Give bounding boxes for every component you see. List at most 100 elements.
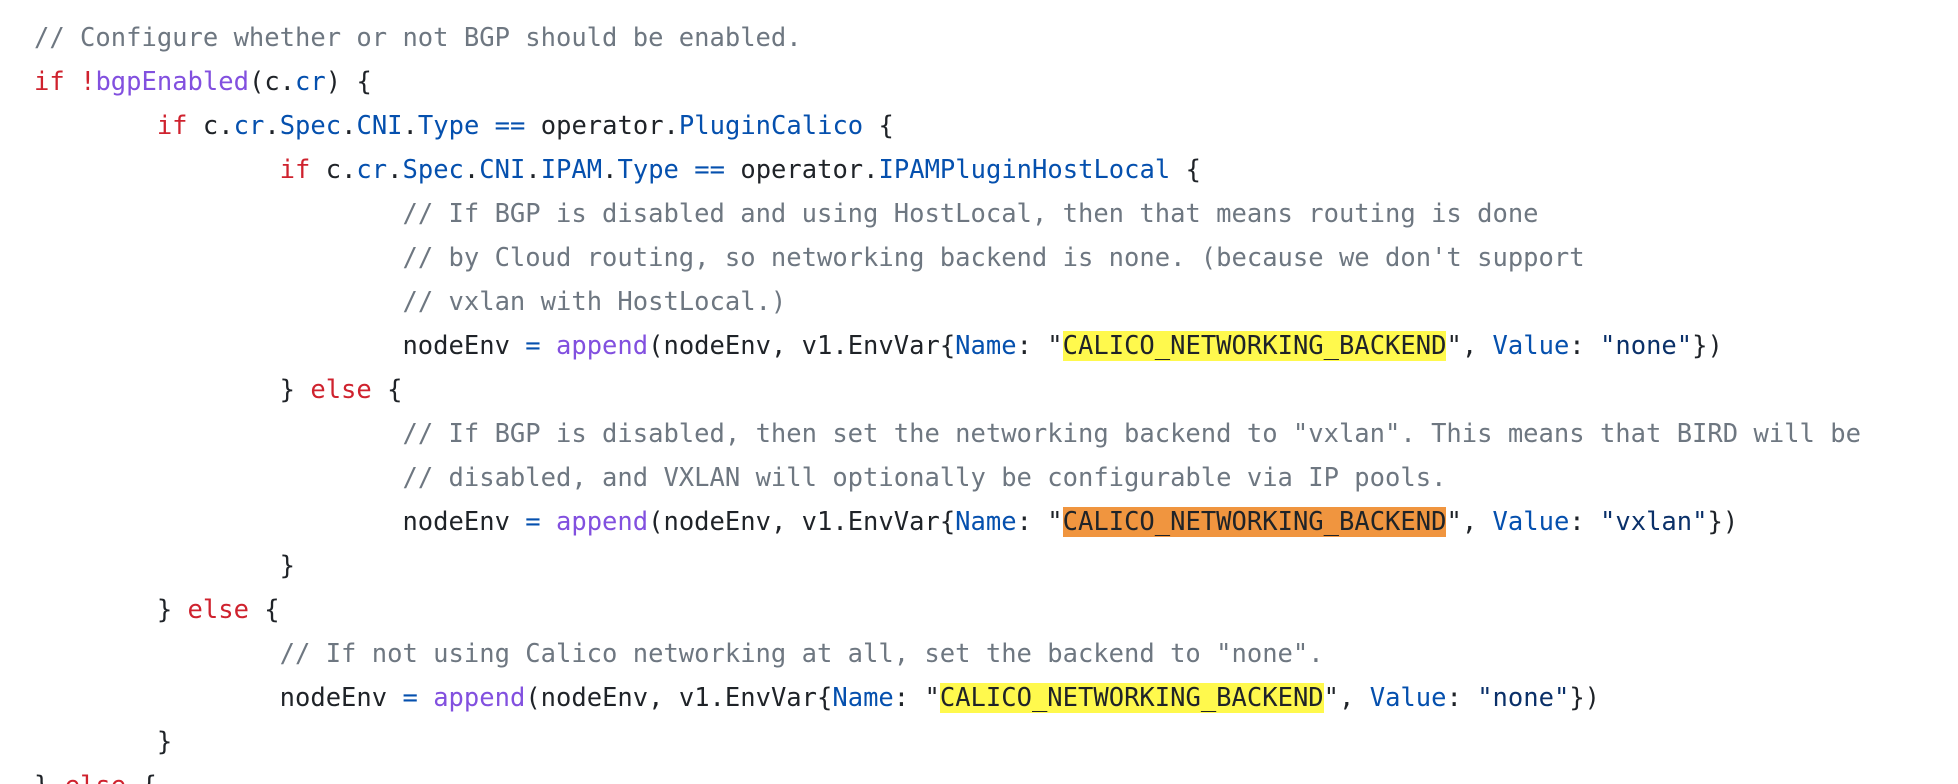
code-token: [34, 287, 402, 317]
search-match-highlight: CALICO_NETWORKING_BACKEND: [939, 683, 1324, 713]
code-line: // If BGP is disabled, then set the netw…: [34, 412, 1958, 456]
code-token: }: [34, 595, 188, 625]
code-line: nodeEnv = append(nodeEnv, v1.EnvVar{Name…: [34, 324, 1958, 368]
code-token: nodeEnv: [34, 507, 526, 537]
code-line: }: [34, 720, 1958, 764]
code-line: } else {: [34, 368, 1958, 412]
identifier-token: Type: [417, 111, 480, 141]
code-token: ",: [1446, 507, 1493, 537]
identifier-token: IPAM: [540, 155, 603, 185]
code-token: [65, 67, 80, 97]
comment-token: // Configure whether or not BGP should b…: [34, 23, 802, 53]
function-token: append: [556, 507, 649, 537]
code-token: ) {: [325, 67, 372, 97]
code-token: [34, 199, 402, 229]
identifier-token: PluginCalico: [678, 111, 864, 141]
comment-token: // disabled, and VXLAN will optionally b…: [402, 463, 1447, 493]
code-token: }): [1707, 507, 1739, 537]
code-token: nodeEnv: [34, 683, 403, 713]
function-token: append: [556, 331, 649, 361]
code-token: [679, 155, 694, 185]
code-line: // by Cloud routing, so networking backe…: [34, 236, 1958, 280]
code-line: // If BGP is disabled and using HostLoca…: [34, 192, 1958, 236]
code-token: (c.: [248, 67, 296, 97]
code-token: :: [1446, 683, 1478, 713]
identifier-token: Value: [1492, 507, 1570, 537]
code-line: } else {: [34, 588, 1958, 632]
code-token: (nodeEnv, v1.EnvVar{: [648, 331, 956, 361]
code-token: ",: [1446, 331, 1493, 361]
code-lines: // Configure whether or not BGP should b…: [34, 16, 1958, 784]
code-token: : ": [1016, 331, 1063, 361]
code-token: .: [463, 155, 480, 185]
code-line: // If not using Calico networking at all…: [34, 632, 1958, 676]
code-token: [34, 463, 402, 493]
identifier-token: IPAMPluginHostLocal: [878, 155, 1171, 185]
code-token: {: [863, 111, 894, 141]
code-token: .: [387, 155, 403, 185]
code-token: {: [126, 771, 156, 784]
identifier-token: Value: [1369, 683, 1447, 713]
code-line: }: [34, 544, 1958, 588]
identifier-token: Value: [1492, 331, 1570, 361]
code-token: {: [248, 595, 280, 625]
code-token: .: [525, 155, 541, 185]
keyword-token: if: [34, 67, 65, 97]
comment-token: // vxlan with HostLocal.): [402, 287, 787, 317]
keyword-token: else: [65, 771, 126, 784]
identifier-token: Spec: [402, 155, 464, 185]
identifier-token: cr: [295, 67, 326, 97]
code-token: operator.: [525, 111, 679, 141]
code-token: [34, 419, 402, 449]
function-token: append: [433, 683, 526, 713]
code-line: nodeEnv = append(nodeEnv, v1.EnvVar{Name…: [34, 676, 1958, 720]
code-token: [34, 111, 157, 141]
code-line: // Configure whether or not BGP should b…: [34, 16, 1958, 60]
comment-token: // If BGP is disabled, then set the netw…: [402, 419, 1861, 449]
search-match-highlight: CALICO_NETWORKING_BACKEND: [1062, 331, 1447, 361]
code-token: }): [1569, 683, 1601, 713]
identifier-token: CNI: [479, 155, 526, 185]
operator-token: ==: [694, 155, 725, 185]
code-token: [34, 639, 280, 669]
code-token: (nodeEnv, v1.EnvVar{: [648, 507, 956, 537]
operator-token: =: [525, 331, 541, 361]
code-token: }: [34, 727, 173, 757]
operator-token: ==: [494, 111, 526, 141]
code-token: c.: [187, 111, 234, 141]
code-token: .: [602, 155, 618, 185]
identifier-token: Spec: [279, 111, 342, 141]
code-token: }: [34, 551, 295, 581]
code-token: nodeEnv: [34, 331, 526, 361]
identifier-token: cr: [356, 155, 388, 185]
code-token: {: [371, 375, 403, 405]
code-token: [541, 507, 556, 537]
code-viewer[interactable]: // Configure whether or not BGP should b…: [34, 16, 1958, 784]
code-line: if c.cr.Spec.CNI.IPAM.Type == operator.I…: [34, 148, 1958, 192]
code-token: ",: [1323, 683, 1370, 713]
code-token: {: [1170, 155, 1201, 185]
code-token: (nodeEnv, v1.EnvVar{: [525, 683, 833, 713]
code-line: // disabled, and VXLAN will optionally b…: [34, 456, 1958, 500]
code-token: [34, 155, 280, 185]
comment-token: // by Cloud routing, so networking backe…: [402, 243, 1585, 273]
code-line: if !bgpEnabled(c.cr) {: [34, 60, 1958, 104]
code-token: .: [264, 111, 280, 141]
code-token: }): [1692, 331, 1723, 361]
code-token: :: [1569, 507, 1601, 537]
code-token: [479, 111, 494, 141]
keyword-token: if: [156, 111, 188, 141]
operator-token: =: [402, 683, 418, 713]
code-line: // vxlan with HostLocal.): [34, 280, 1958, 324]
identifier-token: Type: [617, 155, 679, 185]
string-literal: "none": [1600, 331, 1693, 361]
code-token: [541, 331, 556, 361]
keyword-token: if: [279, 155, 311, 185]
code-line: if c.cr.Spec.CNI.Type == operator.Plugin…: [34, 104, 1958, 148]
code-token: }: [34, 375, 311, 405]
code-token: .: [341, 111, 357, 141]
keyword-token: else: [310, 375, 372, 405]
string-literal: "vxlan": [1600, 507, 1708, 537]
identifier-token: cr: [233, 111, 265, 141]
code-token: c.: [310, 155, 357, 185]
